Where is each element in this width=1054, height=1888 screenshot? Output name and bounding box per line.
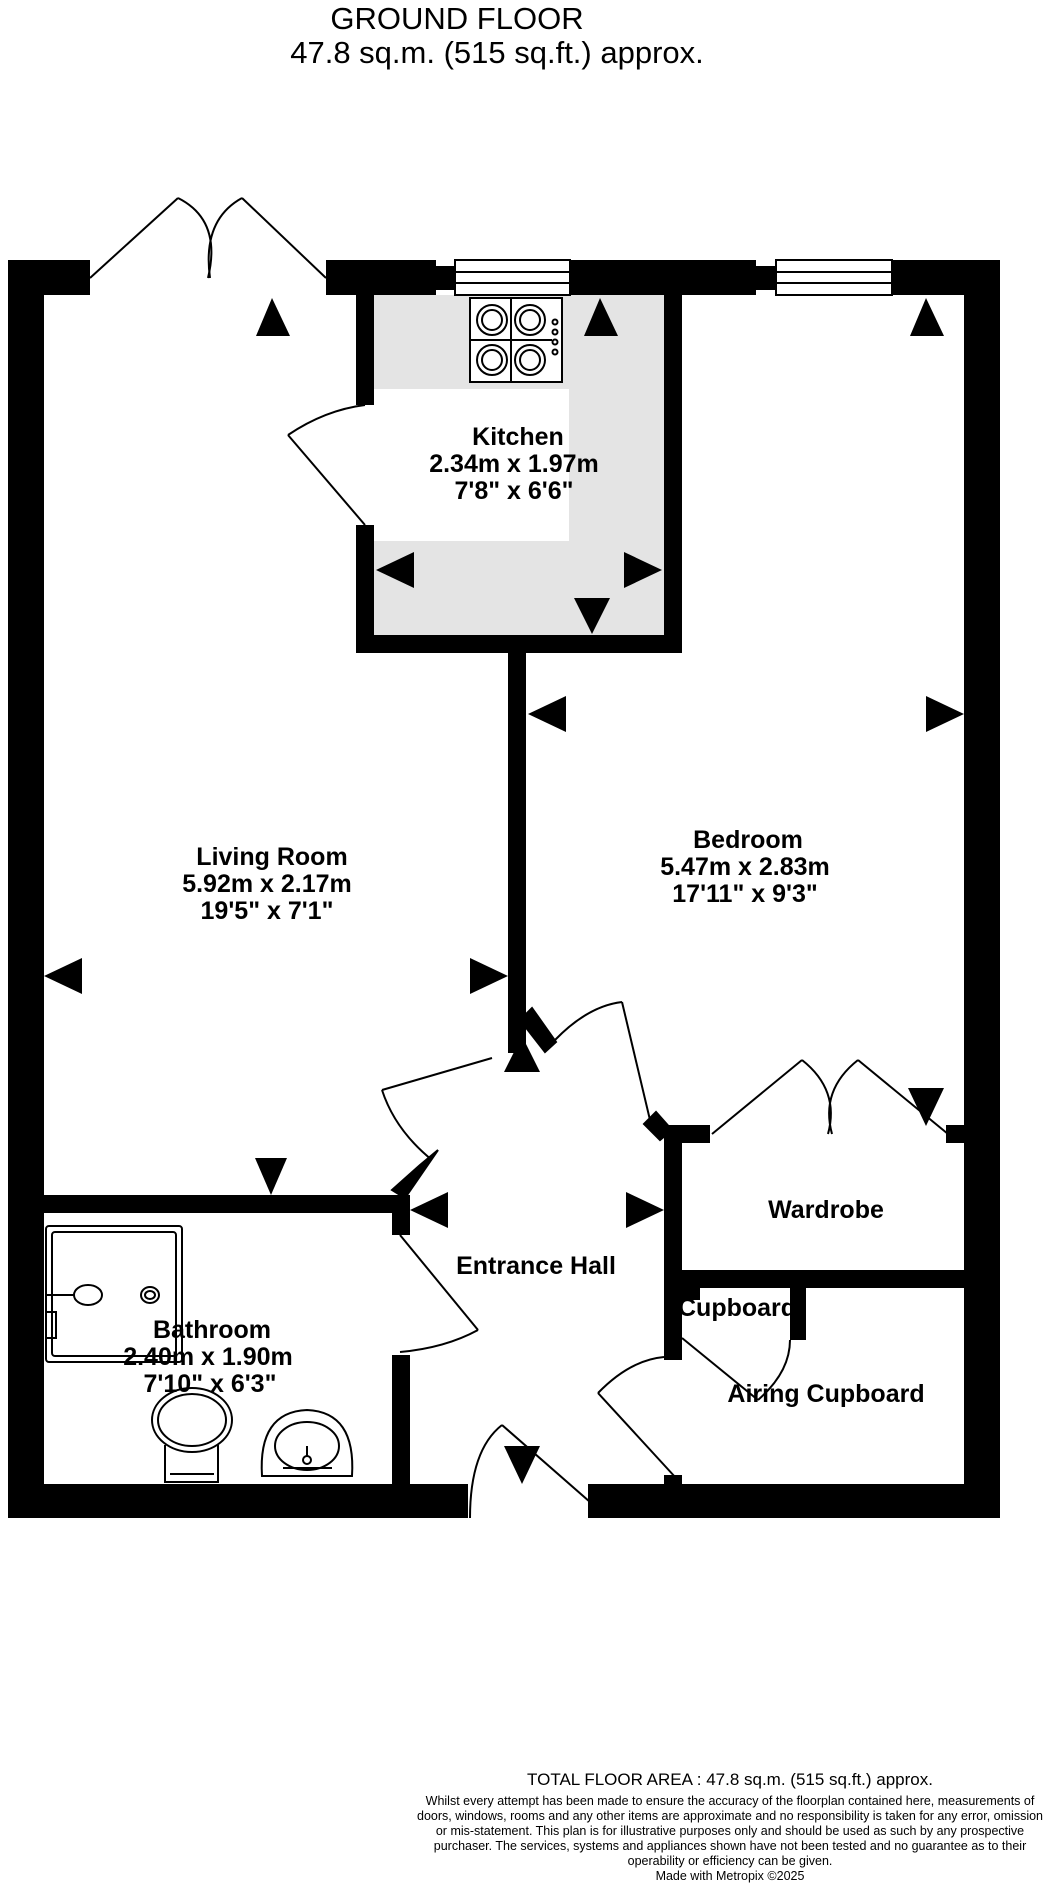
kitchen-imperial: 7'8" x 6'6" xyxy=(454,477,573,505)
living-room-imperial: 19'5" x 7'1" xyxy=(201,897,334,925)
bathroom-imperial: 7'10" x 6'3" xyxy=(144,1370,277,1398)
door-front xyxy=(469,1424,591,1519)
door-kitchen xyxy=(287,404,366,526)
airing-cupboard-name: Airing Cupboard xyxy=(727,1380,924,1408)
door-living xyxy=(381,1057,493,1200)
bathroom-metric: 2.40m x 1.90m xyxy=(123,1343,293,1371)
bedroom-imperial: 17'11" x 9'3" xyxy=(672,880,817,908)
kitchen-metric: 2.34m x 1.97m xyxy=(429,450,599,478)
cupboard-name: Cupboard xyxy=(678,1294,796,1322)
living-room-metric: 5.92m x 2.17m xyxy=(182,870,352,898)
disclaimer: Whilst every attempt has been made to en… xyxy=(417,1794,1043,1868)
door-cupboard xyxy=(681,1337,791,1401)
bathroom-name: Bathroom xyxy=(153,1316,271,1344)
wardrobe-name: Wardrobe xyxy=(768,1196,884,1224)
window-kitchen xyxy=(436,259,571,296)
dimension-arrows xyxy=(44,298,964,1484)
door-airing-cupboard xyxy=(597,1356,677,1479)
plan-footer: TOTAL FLOOR AREA : 47.8 sq.m. (515 sq.ft… xyxy=(410,1770,1050,1883)
door-bedroom xyxy=(518,1001,674,1142)
entrance-hall-name: Entrance Hall xyxy=(456,1252,616,1280)
door-bathroom xyxy=(399,1234,479,1353)
window-bedroom xyxy=(756,259,893,296)
door-wardrobe xyxy=(711,1059,949,1135)
kitchen-floor xyxy=(374,295,664,635)
toilet-icon xyxy=(151,1387,233,1483)
made-with-credit: Made with Metropix ©2025 xyxy=(655,1869,805,1883)
living-room-name: Living Room xyxy=(196,843,347,871)
shower-tray-icon xyxy=(45,1225,183,1363)
door-french-living xyxy=(89,197,327,279)
bedroom-name: Bedroom xyxy=(693,826,803,854)
walls xyxy=(8,260,1000,1518)
bedroom-metric: 5.47m x 2.83m xyxy=(660,853,830,881)
basin-icon xyxy=(260,1408,354,1477)
floor-title: GROUND FLOOR xyxy=(330,1,584,36)
floor-area: 47.8 sq.m. (515 sq.ft.) approx. xyxy=(290,35,704,70)
kitchen-name: Kitchen xyxy=(472,423,564,451)
total-floor-area: TOTAL FLOOR AREA : 47.8 sq.m. (515 sq.ft… xyxy=(527,1770,933,1789)
hob-icon xyxy=(469,297,563,383)
